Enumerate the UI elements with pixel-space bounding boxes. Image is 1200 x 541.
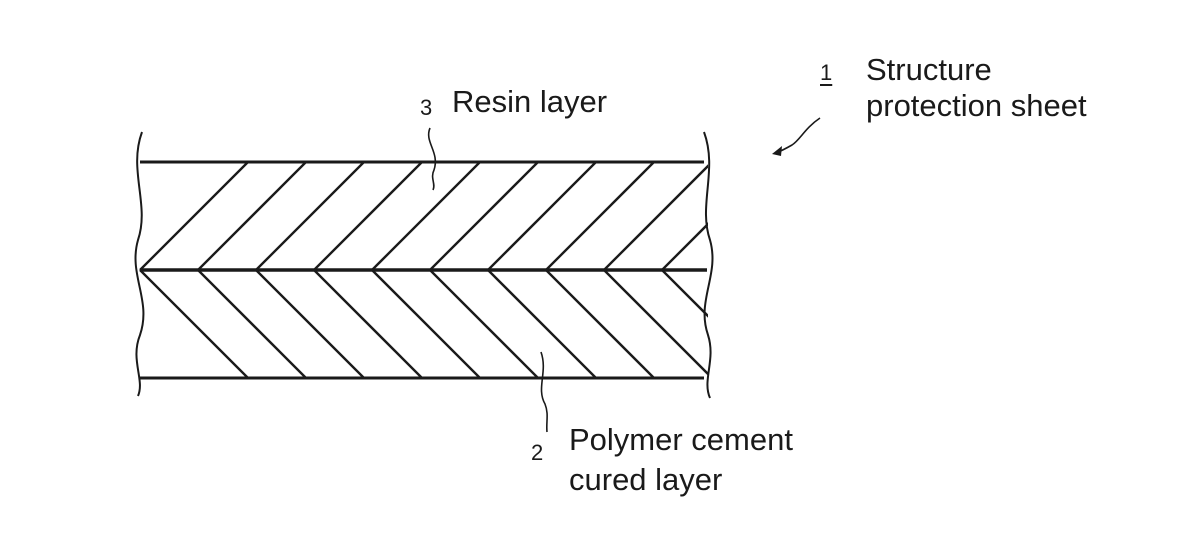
cement-layer-leader-line bbox=[540, 351, 548, 433]
resin-hatch-line bbox=[603, 164, 708, 270]
resin-layer-reference-number: 3 bbox=[420, 95, 433, 120]
cement-hatch-line bbox=[313, 270, 423, 378]
cement-hatch-line bbox=[197, 270, 307, 378]
cement-hatch-line bbox=[778, 270, 886, 378]
resin-hatch-line bbox=[371, 162, 481, 270]
cement-hatch-line bbox=[139, 270, 249, 378]
cement-layer-label: Polymer cement cured layer bbox=[569, 420, 793, 501]
cement-hatch-line bbox=[371, 270, 481, 378]
cement-layer-label-line-1: Polymer cement bbox=[569, 422, 793, 457]
sheet-reference-number: 1 bbox=[820, 60, 833, 85]
resin-hatch-line bbox=[487, 162, 597, 270]
left-break-line bbox=[134, 131, 145, 397]
cement-hatch-line bbox=[720, 270, 828, 378]
resin-layer-leader-line bbox=[427, 127, 437, 191]
cement-layer-reference-number: 2 bbox=[531, 440, 544, 465]
resin-hatch-line bbox=[429, 162, 539, 270]
cement-layer-label-line-2: cured layer bbox=[569, 462, 723, 498]
resin-layer-label: Resin layer bbox=[452, 84, 608, 119]
resin-hatch-line bbox=[545, 162, 655, 270]
sheet-label-line-1: Structure bbox=[866, 52, 992, 87]
sheet-leader-arrowhead bbox=[772, 146, 782, 156]
cement-hatch-line bbox=[545, 270, 655, 378]
cement-hatch-line bbox=[603, 270, 708, 376]
sheet-label-line-2: protection sheet bbox=[866, 88, 1087, 124]
resin-hatch-line bbox=[661, 222, 708, 270]
cement-hatch-line bbox=[487, 270, 597, 378]
cement-hatch-line bbox=[255, 270, 365, 378]
cement-hatch-line bbox=[661, 270, 708, 318]
right-break-line bbox=[703, 131, 714, 399]
cement-layer-hatching bbox=[139, 270, 886, 378]
sheet-leader-line bbox=[775, 117, 821, 154]
sheet-label: Structure protection sheet bbox=[866, 52, 1087, 125]
resin-layer-hatching bbox=[139, 162, 886, 270]
resin-hatch-line bbox=[720, 162, 828, 270]
resin-hatch-line bbox=[313, 162, 423, 270]
resin-hatch-line bbox=[139, 162, 249, 270]
resin-hatch-line bbox=[778, 162, 886, 270]
resin-hatch-line bbox=[197, 162, 307, 270]
cement-hatch-line bbox=[429, 270, 539, 378]
resin-hatch-line bbox=[255, 162, 365, 270]
